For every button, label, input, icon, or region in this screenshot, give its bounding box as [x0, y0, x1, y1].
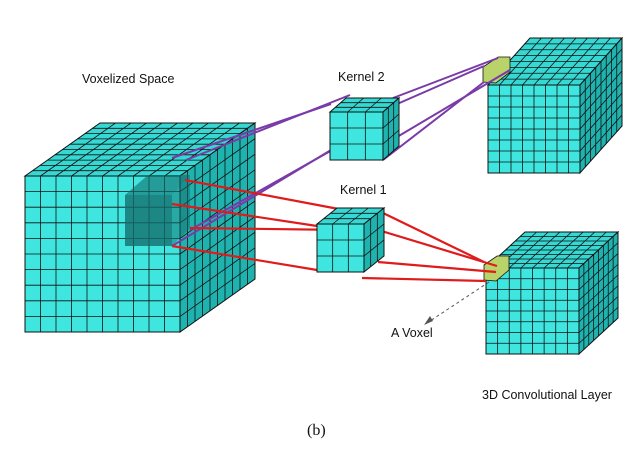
- figure-caption: (b): [307, 422, 326, 439]
- conv-layer-label: 3D Convolutional Layer: [482, 388, 612, 402]
- kernel-1-connector: [380, 211, 485, 263]
- output-cube-top-grid: [488, 37, 623, 173]
- voxel-pointer-line: [423, 281, 490, 326]
- kernel-2-connector: [391, 69, 511, 141]
- voxelized-space-cube-grid: [25, 122, 256, 332]
- kernel-1-label: Kernel 1: [340, 183, 387, 197]
- kernel-1-connector: [377, 228, 498, 268]
- kernel-2-cube-grid: [330, 97, 400, 160]
- receptive-field-top: [125, 175, 190, 195]
- receptive-field-front: [125, 195, 172, 246]
- kernel-2-connector: [392, 57, 499, 99]
- kernel-1-connector: [184, 178, 345, 212]
- kernel-1-cube-front-face: [316, 223, 365, 273]
- kernel-2-cube: [328, 96, 401, 162]
- kernel-2-connector: [185, 94, 351, 161]
- kernel-2-label: Kernel 2: [338, 70, 385, 84]
- receptive-field-side: [172, 175, 190, 246]
- voxelized-space-label: Voxelized Space: [82, 72, 175, 86]
- kernel-1-connector: [377, 260, 497, 274]
- kernel-2-connector: [387, 65, 485, 109]
- kernel-2-connector: [189, 139, 351, 231]
- kernel-1-connector: [171, 202, 318, 228]
- kernel-1-connector: [361, 276, 487, 283]
- kernel-1-connector: [171, 244, 318, 272]
- voxel-pointer-arrowhead: [424, 316, 433, 325]
- output-cube-bottom-grid: [486, 231, 619, 354]
- a-voxel-label: A Voxel: [391, 326, 433, 340]
- kernel-1-cube: [315, 206, 386, 274]
- kernel-1-cube-grid: [317, 207, 385, 272]
- output-cube-top: [486, 36, 624, 175]
- output-cube-bottom: [484, 230, 620, 356]
- kernel-2-cube-front-face: [329, 111, 384, 161]
